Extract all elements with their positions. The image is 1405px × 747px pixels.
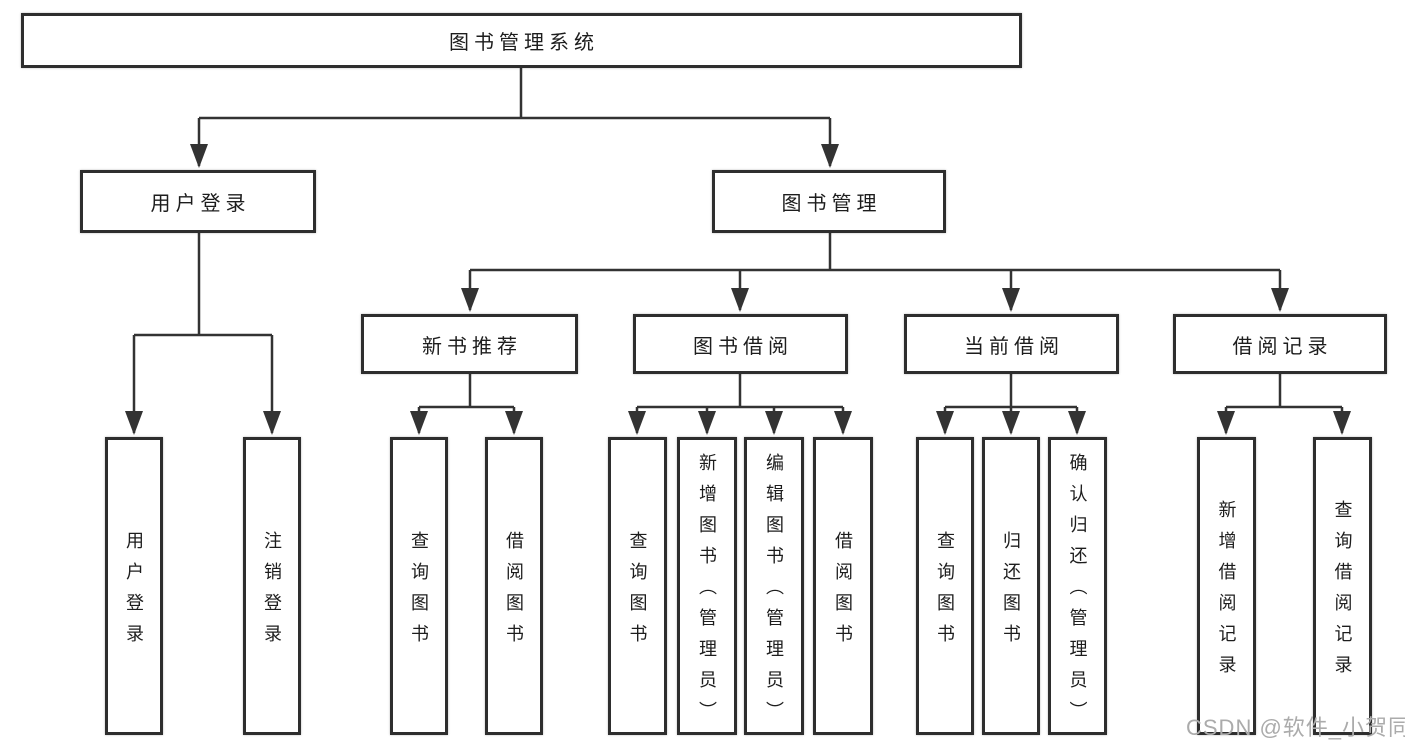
node-borrow-record: 借阅记录 [1173, 314, 1387, 374]
node-label: 新书推荐 [422, 335, 522, 358]
node-new-book-recommend: 新书推荐 [361, 314, 578, 374]
node-leaf-bookborrow-query-book: 查询图书 [608, 437, 667, 735]
node-label: 查询图书 [409, 530, 429, 655]
node-leaf-bookborrow-add-book-admin: 新增图书（管理员） [677, 437, 737, 735]
node-library-management-system: 图书管理系统 [21, 13, 1022, 68]
csdn-watermark: CSDN @软件_小贺同学 [1186, 715, 1405, 740]
node-label: 确认归还（管理员） [1067, 453, 1088, 732]
node-label: 借阅记录 [1232, 335, 1333, 358]
node-leaf-currentborrow-query-book: 查询图书 [916, 437, 974, 735]
node-user-login-module: 用户登录 [80, 170, 316, 233]
node-leaf-newbook-query-book: 查询图书 [390, 437, 448, 735]
node-leaf-newbook-borrow-book: 借阅图书 [485, 437, 543, 735]
node-leaf-bookborrow-edit-book-admin: 编辑图书（管理员） [744, 437, 804, 735]
node-label: 用户登录 [124, 530, 144, 655]
node-leaf-user-login: 用户登录 [105, 437, 163, 735]
node-label: 当前借阅 [964, 335, 1064, 358]
node-leaf-bookborrow-borrow-book: 借阅图书 [813, 437, 873, 735]
node-label: 图书管理 [781, 193, 882, 215]
node-book-management-module: 图书管理 [712, 170, 946, 233]
node-leaf-currentborrow-return-book: 归还图书 [982, 437, 1040, 735]
node-label: 图书管理系统 [449, 32, 599, 54]
node-label: 借阅图书 [504, 530, 524, 655]
node-label: 新增图书（管理员） [697, 453, 717, 732]
node-leaf-borrowrecord-query-record: 查询借阅记录 [1313, 437, 1372, 735]
node-leaf-borrowrecord-add-record: 新增借阅记录 [1197, 437, 1256, 735]
node-label: 图书借阅 [693, 335, 793, 358]
node-label: 用户登录 [150, 193, 251, 215]
node-label: 查询图书 [627, 530, 648, 655]
node-book-borrow: 图书借阅 [633, 314, 848, 374]
node-label: 新增借阅记录 [1216, 499, 1237, 686]
node-current-borrow: 当前借阅 [904, 314, 1119, 374]
node-leaf-logout: 注销登录 [243, 437, 301, 735]
node-label: 注销登录 [262, 530, 282, 655]
node-label: 归还图书 [1001, 530, 1021, 655]
node-label: 查询借阅记录 [1332, 499, 1353, 686]
node-label: 编辑图书（管理员） [764, 453, 784, 732]
node-leaf-currentborrow-confirm-return-admin: 确认归还（管理员） [1048, 437, 1107, 735]
node-label: 借阅图书 [833, 530, 853, 655]
node-label: 查询图书 [935, 530, 955, 655]
